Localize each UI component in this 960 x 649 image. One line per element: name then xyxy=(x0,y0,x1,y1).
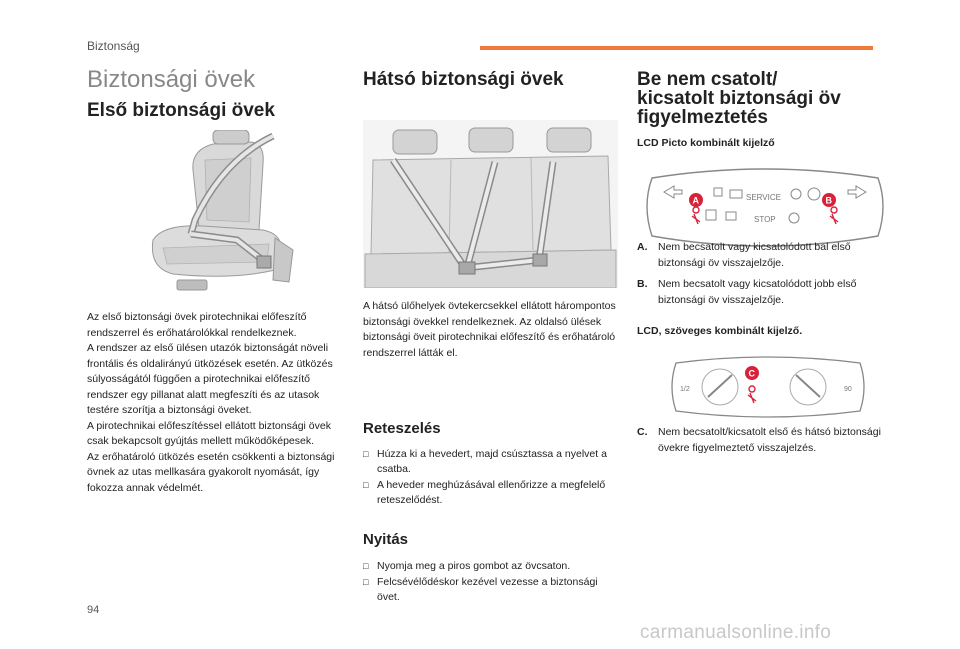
opening-heading: Nyitás xyxy=(363,531,409,548)
warning-heading: Be nem csatolt/ kicsatolt biztonsági öv … xyxy=(637,70,890,127)
callout-b-marker xyxy=(822,193,836,207)
list-item-text: Nyomja meg a piros gombot az övcsaton. xyxy=(377,560,571,572)
legend-item: B. Nem becsatolt vagy kicsatolódott jobb… xyxy=(637,277,890,308)
fastening-list: □ Húzza ki a hevedert, majd csúsztassa a… xyxy=(363,447,618,509)
bullet-icon: □ xyxy=(363,577,369,587)
list-item-text: Felcsévélődéskor kezével vezesse a bizto… xyxy=(377,576,598,603)
front-body-paragraph: A pirotechnikai előfeszítéssel ellátott … xyxy=(87,419,331,448)
callout-a-label: A xyxy=(693,196,700,206)
opening-list: □ Nyomja meg a piros gombot az övcsaton.… xyxy=(363,559,618,606)
warning-heading-line: kicsatolt biztonsági öv xyxy=(637,88,841,109)
lcd-picto-legend: A. Nem becsatolt vagy kicsatolódott bal … xyxy=(637,240,890,314)
list-item-text: Húzza ki a hevedert, majd csúsztassa a n… xyxy=(377,448,607,475)
rear-belts-heading: Hátsó biztonsági övek xyxy=(363,69,564,90)
rear-seat-illustration xyxy=(363,120,618,288)
chapter-label: Biztonság xyxy=(87,39,140,53)
list-item: □ Nyomja meg a piros gombot az övcsaton. xyxy=(363,559,618,574)
callout-b-label: B xyxy=(826,196,833,206)
front-body-paragraph: A rendszer az első ülésen utazók biztons… xyxy=(87,342,333,416)
warning-heading-line: Be nem csatolt/ xyxy=(637,69,778,90)
bullet-icon: □ xyxy=(363,561,369,571)
legend-item: A. Nem becsatolt vagy kicsatolódott bal … xyxy=(637,240,890,271)
callout-a-marker xyxy=(689,193,703,207)
service-label: SERVICE xyxy=(746,193,781,202)
fastening-heading: Reteszelés xyxy=(363,420,441,437)
callout-c-marker xyxy=(745,366,759,380)
front-belts-heading: Első biztonsági övek xyxy=(87,100,275,121)
lcd-picto-display: SERVICE STOP A B xyxy=(642,166,888,248)
list-item: □ Húzza ki a hevedert, majd csúsztassa a… xyxy=(363,447,618,477)
page-title: Biztonsági övek xyxy=(87,66,256,93)
lcd-picto-subheading: LCD Picto kombinált kijelző xyxy=(637,137,775,149)
lcd-text-legend: C. Nem becsatolt/kicsatolt első és hátsó… xyxy=(637,425,890,462)
header-accent-bar xyxy=(480,46,873,50)
gauge-right-label: 90 xyxy=(844,386,852,393)
list-item-text: A heveder meghúzásával ellenőrizze a meg… xyxy=(377,479,606,506)
legend-key: C. xyxy=(637,426,648,438)
list-item: □ Felcsévélődéskor kezével vezesse a biz… xyxy=(363,575,618,605)
watermark: carmanualsonline.info xyxy=(640,622,832,643)
stop-label: STOP xyxy=(754,215,776,224)
front-body-paragraph: Az erőhatároló ütközés esetén csökkenti … xyxy=(87,450,335,494)
page-number: 94 xyxy=(87,604,100,616)
gauge-left-label: 1/2 xyxy=(680,386,690,393)
front-seat-illustration xyxy=(133,130,313,302)
bullet-icon: □ xyxy=(363,480,369,490)
lcd-text-subheading: LCD, szöveges kombinált kijelző. xyxy=(637,325,803,337)
legend-key: B. xyxy=(637,278,648,290)
list-item: □ A heveder meghúzásával ellenőrizze a m… xyxy=(363,478,618,508)
legend-text: Nem becsatolt vagy kicsatolódott bal els… xyxy=(658,241,851,269)
lcd-text-display: 1/2 90 C xyxy=(668,355,868,419)
rear-belts-body: A hátsó ülőhelyek övtekercsekkel ellátot… xyxy=(363,300,616,359)
warning-heading-line: figyelmeztetés xyxy=(637,107,768,128)
legend-text: Nem becsatolt/kicsatolt első és hátsó bi… xyxy=(658,426,881,454)
legend-text: Nem becsatolt vagy kicsatolódott jobb el… xyxy=(658,278,857,306)
callout-c-label: C xyxy=(749,369,756,379)
front-belts-body: Az első biztonsági övek pirotechnikai el… xyxy=(87,310,349,496)
front-body-paragraph: Az első biztonsági övek pirotechnikai el… xyxy=(87,311,307,339)
legend-item: C. Nem becsatolt/kicsatolt első és hátsó… xyxy=(637,425,890,456)
legend-key: A. xyxy=(637,241,648,253)
bullet-icon: □ xyxy=(363,449,369,459)
